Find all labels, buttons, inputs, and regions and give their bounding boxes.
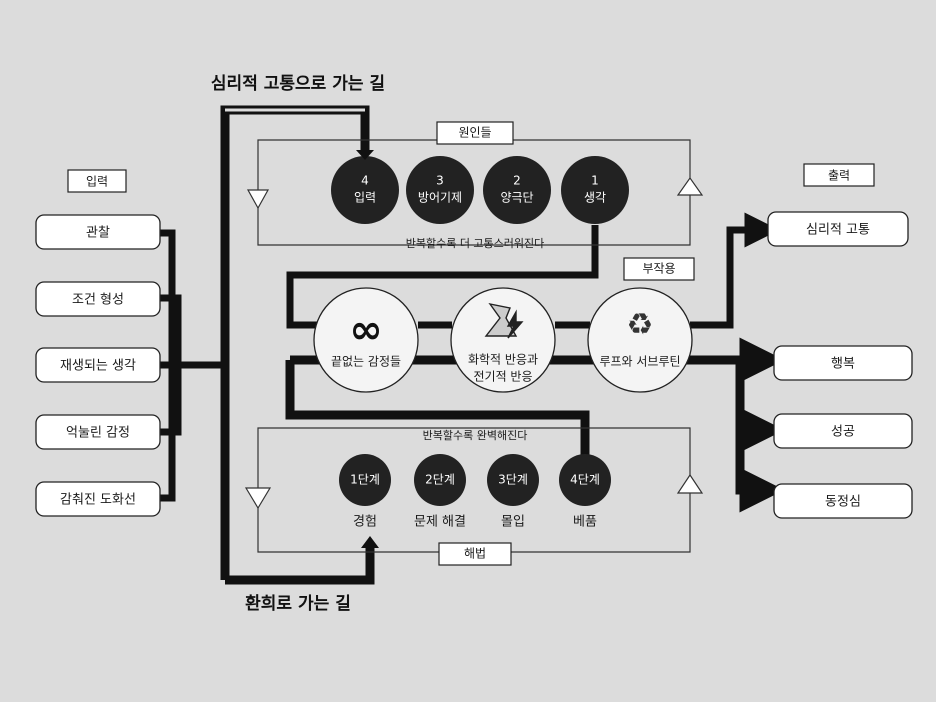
svg-text:감춰진 도화선: 감춰진 도화선 — [60, 493, 136, 508]
cause-step: 3 방어기제 — [406, 156, 474, 224]
input-item: 억눌린 감정 — [35, 414, 161, 450]
input-header: 입력 — [86, 175, 108, 189]
svg-text:행복: 행복 — [831, 356, 855, 372]
svg-text:3: 3 — [436, 174, 444, 188]
svg-text:루프와 서브루틴: 루프와 서브루틴 — [599, 355, 680, 369]
svg-text:심리적 고통: 심리적 고통 — [806, 223, 870, 238]
output-item: 동정심 — [773, 483, 913, 519]
solution-loop-frame — [257, 427, 691, 553]
svg-text:경험: 경험 — [353, 515, 377, 530]
svg-text:2: 2 — [513, 174, 521, 188]
svg-text:조건 형성: 조건 형성 — [72, 293, 124, 308]
svg-text:입력: 입력 — [354, 191, 376, 205]
svg-text:4: 4 — [361, 174, 369, 188]
solution-tag: 해법 — [464, 547, 486, 561]
causes-tag: 원인들 — [458, 126, 491, 140]
solution-down-arrow-icon — [244, 487, 272, 510]
loop-down-arrow-icon — [246, 189, 270, 210]
solution-step: 4단계 베품 — [559, 454, 611, 530]
svg-text:억눌린 감정: 억눌린 감정 — [66, 426, 130, 441]
svg-text:3단계: 3단계 — [498, 473, 528, 487]
svg-text:동정심: 동정심 — [825, 495, 861, 510]
infinity-icon: ∞ — [349, 307, 382, 353]
cause-step: 4 입력 — [331, 156, 399, 224]
solution-up-arrow-icon — [676, 473, 704, 494]
bottom-path-title: 환희로 가는 길 — [245, 594, 351, 614]
beaker-lightning-icon — [484, 302, 524, 339]
arrow-up-icon — [361, 536, 379, 548]
svg-text:양극단: 양극단 — [500, 191, 533, 205]
input-item: 조건 형성 — [35, 281, 161, 317]
svg-text:베품: 베품 — [573, 515, 597, 530]
arrow-down-icon — [356, 150, 374, 160]
top-path-title: 심리적 고통으로 가는 길 — [211, 74, 385, 94]
side-effect-tag: 부작용 — [642, 262, 675, 276]
solution-tag-box — [438, 542, 512, 566]
process-node: 화학적 반응과 전기적 반응 — [450, 287, 556, 393]
solution-note: 반복할수록 완벽해진다 — [423, 428, 528, 442]
svg-text:1: 1 — [591, 174, 599, 188]
svg-text:1단계: 1단계 — [350, 473, 380, 487]
svg-text:2단계: 2단계 — [425, 473, 455, 487]
svg-text:4단계: 4단계 — [570, 473, 600, 487]
svg-text:방어기제: 방어기제 — [418, 191, 462, 205]
solution-step: 2단계 문제 해결 — [414, 454, 466, 530]
input-item: 재생되는 생각 — [35, 347, 161, 383]
input-item: 관찰 — [35, 214, 161, 250]
side-effect-box — [623, 257, 695, 281]
input-item: 감춰진 도화선 — [35, 481, 161, 517]
svg-text:전기적 반응: 전기적 반응 — [473, 370, 532, 384]
output-item: 행복 — [773, 345, 913, 381]
cause-step: 2 양극단 — [483, 156, 551, 224]
process-node: ♻ 루프와 서브루틴 — [587, 287, 693, 393]
output-header: 출력 — [828, 169, 850, 183]
output-item: 성공 — [773, 413, 913, 449]
recycle-icon: ♻ — [627, 308, 654, 343]
cause-step: 1 생각 — [561, 156, 629, 224]
output-item: 심리적 고통 — [767, 211, 909, 247]
svg-text:생각: 생각 — [584, 191, 606, 205]
svg-text:몰입: 몰입 — [501, 515, 525, 530]
svg-text:문제 해결: 문제 해결 — [414, 515, 466, 530]
output-header-box — [803, 163, 875, 187]
causes-tag-box — [436, 121, 514, 145]
process-node: ∞ 끝없는 감정들 — [313, 287, 419, 393]
input-header-box — [67, 169, 127, 193]
causes-note: 반복할수록 더 고통스러워진다 — [406, 237, 545, 250]
loop-up-arrow-icon — [676, 176, 704, 196]
svg-text:끝없는 감정들: 끝없는 감정들 — [331, 355, 401, 369]
solution-step: 3단계 몰입 — [487, 454, 539, 530]
svg-text:성공: 성공 — [831, 425, 855, 440]
svg-text:화학적 반응과: 화학적 반응과 — [468, 353, 538, 367]
svg-text:관찰: 관찰 — [86, 226, 110, 241]
svg-text:재생되는 생각: 재생되는 생각 — [60, 359, 136, 374]
solution-step: 1단계 경험 — [339, 454, 391, 530]
